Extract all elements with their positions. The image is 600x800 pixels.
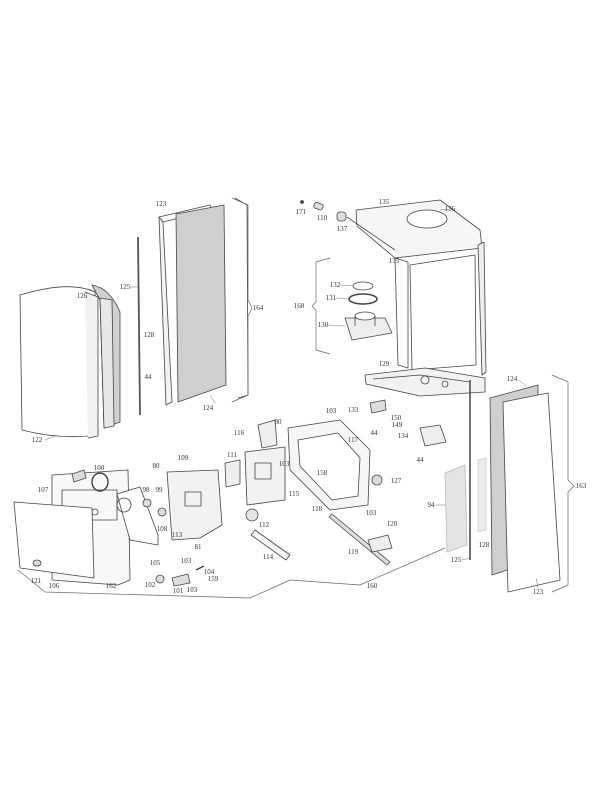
part-label: 94 [427, 501, 435, 509]
part-label: 111 [227, 451, 237, 459]
leader-lines [44, 208, 539, 589]
part-label: 164 [252, 304, 264, 312]
part-label: 158 [316, 469, 328, 477]
part-label: 124 [506, 375, 518, 383]
part-label: 98 [142, 486, 150, 494]
left-side-panel-assembly [137, 197, 249, 416]
part-label: 137 [336, 225, 348, 233]
part-label: 159 [207, 575, 219, 583]
part-label: 106 [48, 582, 60, 590]
part-label: 118 [311, 505, 323, 513]
inner-frame-117 [257, 399, 447, 566]
part-label: 168 [293, 302, 305, 310]
part-label: 120 [386, 520, 398, 528]
part-label: 99 [155, 486, 163, 494]
part-label: 102 [144, 581, 156, 589]
part-label: 149 [391, 421, 403, 429]
part-label: 127 [390, 477, 402, 485]
control-panel-assembly [13, 446, 291, 587]
part-label: 134 [397, 432, 409, 440]
part-label: 123 [532, 588, 544, 596]
part-label: 115 [288, 490, 300, 498]
part-label: 103 [186, 586, 198, 594]
part-label: 81 [194, 543, 202, 551]
part-label: 108 [156, 525, 168, 533]
part-label: 103 [325, 407, 337, 415]
front-cover-122 [19, 284, 121, 439]
part-label: 103 [278, 460, 290, 468]
part-label: 135 [378, 198, 390, 206]
part-label: 125 [450, 556, 462, 564]
part-label: 101 [172, 587, 184, 595]
part-label: 129 [378, 360, 390, 368]
part-label: 160 [366, 582, 378, 590]
part-label: 136 [444, 205, 456, 213]
part-label: 123 [155, 200, 167, 208]
part-label: 113 [171, 531, 183, 539]
part-label: 110 [316, 214, 328, 222]
part-label: 135 [388, 257, 400, 265]
part-label: 104 [203, 568, 215, 576]
part-label: 124 [202, 404, 214, 412]
part-label: 114 [262, 553, 274, 561]
part-label: 171 [295, 208, 307, 216]
part-label: 125 [119, 283, 131, 291]
part-label: 107 [37, 486, 49, 494]
part-label: 131 [325, 294, 337, 302]
part-label: 105 [149, 559, 161, 567]
part-label: 80 [274, 418, 282, 426]
part-label: 44 [144, 373, 152, 381]
part-label: 128 [143, 331, 155, 339]
part-label: 162 [105, 582, 117, 590]
part-label: 119 [347, 548, 359, 556]
part-label: 117 [347, 436, 359, 444]
part-label: 103 [180, 557, 192, 565]
right-side-panel-assembly [444, 384, 561, 593]
part-label: 126 [76, 292, 88, 300]
part-label: 109 [177, 454, 189, 462]
part-label: 103 [365, 509, 377, 517]
part-label: 116 [233, 429, 245, 437]
chassis-frame [355, 199, 487, 560]
part-label: 130 [317, 321, 329, 329]
part-label: 44 [416, 456, 424, 464]
part-label: 150 [390, 414, 402, 422]
part-label: 163 [575, 482, 587, 490]
part-label: 132 [329, 281, 341, 289]
part-label: 44 [370, 429, 378, 437]
part-label: 100 [93, 464, 105, 472]
part-label: 121 [30, 577, 42, 585]
part-label: 128 [478, 541, 490, 549]
group-brackets [17, 197, 575, 599]
part-label: 122 [31, 436, 43, 444]
part-label: 112 [258, 521, 270, 529]
part-label: 133 [347, 406, 359, 414]
part-label: 80 [152, 462, 160, 470]
